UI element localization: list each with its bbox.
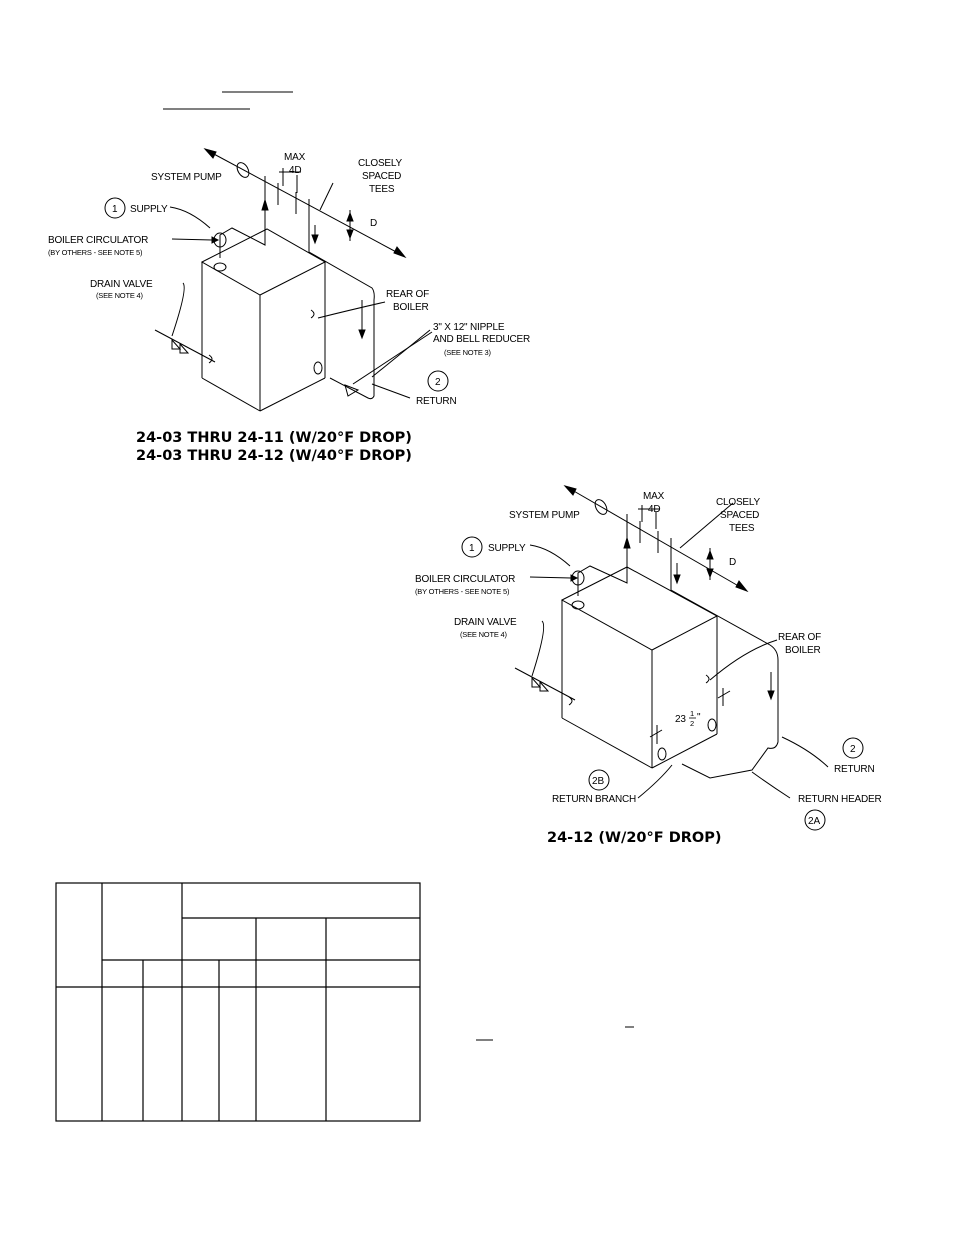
return-label: RETURN bbox=[834, 764, 874, 775]
see-note-3: (SEE NOTE 3) bbox=[444, 348, 491, 357]
return-header-label: RETURN HEADER bbox=[798, 794, 882, 805]
return-branch-callout-number: 2B bbox=[592, 776, 605, 787]
callout-circle bbox=[842, 737, 864, 759]
flow-arrow-icon bbox=[623, 536, 631, 549]
piping-diagram-2 bbox=[461, 485, 864, 831]
system-pump-icon bbox=[236, 162, 250, 178]
spaced-label: SPACED bbox=[720, 510, 759, 521]
supply-callout-number: 1 bbox=[469, 543, 475, 554]
callout-circle bbox=[104, 197, 126, 219]
dimension-unit: " bbox=[697, 712, 701, 723]
flow-arrow-icon bbox=[563, 485, 577, 496]
d-label: D bbox=[729, 557, 736, 568]
see-note-4: (SEE NOTE 4) bbox=[460, 630, 507, 639]
piping-diagram-1 bbox=[104, 148, 449, 412]
closely-label: CLOSELY bbox=[716, 497, 761, 508]
rear-of-label: REAR OF bbox=[386, 289, 429, 300]
system-main-pipe-1 bbox=[211, 152, 401, 255]
see-note-4: (SEE NOTE 4) bbox=[96, 291, 143, 300]
drain-valve-label: DRAIN VALVE bbox=[90, 279, 153, 290]
drain-valve-label: DRAIN VALVE bbox=[454, 617, 517, 628]
flow-arrow-icon bbox=[393, 246, 407, 259]
dimension-whole: 23 bbox=[675, 714, 686, 725]
system-pump-icon bbox=[594, 499, 608, 515]
callout-circle bbox=[588, 769, 610, 791]
caption-2: 24-12 (W/20°F DROP) bbox=[547, 830, 722, 846]
callout-circle bbox=[427, 370, 449, 392]
nipple-label: 3" X 12" NIPPLE bbox=[433, 322, 505, 333]
boiler-block-1 bbox=[200, 228, 327, 412]
by-others-note: (BY OTHERS - SEE NOTE 5) bbox=[415, 587, 510, 596]
return-label: RETURN bbox=[416, 396, 456, 407]
tees-label: TEES bbox=[369, 184, 395, 195]
boiler-circulator-label: BOILER CIRCULATOR bbox=[48, 235, 148, 246]
dimension-denominator: 2 bbox=[690, 719, 694, 728]
return-callout-number: 2 bbox=[435, 377, 441, 388]
supply-label: SUPPLY bbox=[488, 543, 526, 554]
bell-reducer-label: AND BELL REDUCER bbox=[433, 334, 530, 345]
four-d-label: 4D bbox=[289, 165, 301, 176]
boiler-label: BOILER bbox=[785, 645, 820, 656]
flow-arrow-icon bbox=[735, 580, 749, 593]
callout-circle bbox=[804, 809, 826, 831]
max-label: MAX bbox=[643, 491, 665, 502]
system-pump-label: SYSTEM PUMP bbox=[509, 510, 580, 521]
closely-label: CLOSELY bbox=[358, 158, 403, 169]
return-branch-label: RETURN BRANCH bbox=[552, 794, 636, 805]
flow-arrow-icon bbox=[261, 198, 269, 211]
supply-callout-number: 1 bbox=[112, 204, 118, 215]
table-grid bbox=[55, 882, 421, 1122]
supply-label: SUPPLY bbox=[130, 204, 168, 215]
caption-line-1: 24-03 THRU 24-11 (W/20°F DROP) bbox=[136, 430, 412, 446]
flow-arrow-icon bbox=[203, 148, 217, 159]
spaced-label: SPACED bbox=[362, 171, 401, 182]
return-header-callout-number: 2A bbox=[808, 816, 821, 827]
callout-circle bbox=[461, 536, 483, 558]
tees-label: TEES bbox=[729, 523, 755, 534]
system-main-pipe-2 bbox=[571, 489, 743, 589]
four-d-label: 4D bbox=[648, 504, 660, 515]
boiler-circulator-label: BOILER CIRCULATOR bbox=[415, 574, 515, 585]
by-others-note: (BY OTHERS - SEE NOTE 5) bbox=[48, 248, 143, 257]
max-label: MAX bbox=[284, 152, 306, 163]
rear-of-label: REAR OF bbox=[778, 632, 821, 643]
return-callout-number: 2 bbox=[850, 744, 856, 755]
boiler-label: BOILER bbox=[393, 302, 428, 313]
dimension-numerator: 1 bbox=[690, 709, 694, 718]
d-label: D bbox=[370, 218, 377, 229]
system-pump-label: SYSTEM PUMP bbox=[151, 172, 222, 183]
caption-line-2: 24-03 THRU 24-12 (W/40°F DROP) bbox=[136, 448, 412, 464]
